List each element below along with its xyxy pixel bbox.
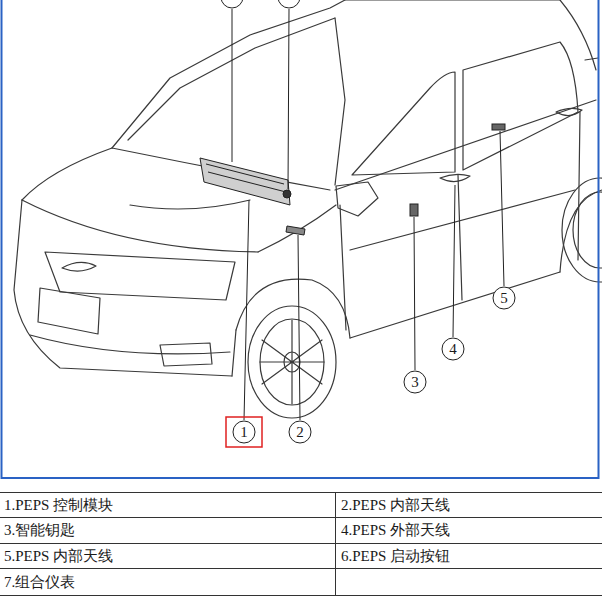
callout-circle [404,371,426,393]
callout-number: 4 [449,342,457,357]
front-wheel-arch [236,279,350,338]
leader-line [244,200,249,420]
side-mirror [336,182,378,216]
table-cell: 4.PEPS 外部天线 [341,523,450,538]
callout-number: 2 [296,425,304,440]
belt-line [335,100,596,190]
callout-number: 5 [500,291,508,306]
hood-front [22,200,258,252]
cluster-detail [206,164,286,192]
car-outline [14,0,602,418]
fender-top [258,205,336,252]
inner-antenna-rear [492,124,505,130]
front-rim [260,319,324,405]
leader-line [453,185,455,337]
table-cell: 7.组合仪表 [4,575,75,590]
highlight-box [226,417,262,447]
hood-crease [130,200,250,209]
leader-line [232,9,233,162]
callout-circle [221,0,243,8]
leader-line [500,131,504,286]
fog-light [160,343,212,366]
grille [45,252,235,300]
leader-lines [232,9,504,420]
front-tire [248,306,336,418]
bumper-line [30,335,230,354]
roof-top [345,0,560,1]
front-bumper [14,200,232,376]
rear-tire [562,178,602,282]
components [200,124,505,235]
table-cell: 1.PEPS 控制模块 [4,498,113,513]
a-pillar [335,18,345,185]
start-button [283,190,291,198]
callout-circle [289,421,311,443]
front-door-handle [440,174,470,181]
front-spokes [260,320,324,404]
rear-pillar [585,58,598,60]
callout-circle [442,338,464,360]
picture-frame [2,0,599,478]
callout-circle [278,0,300,8]
callout-number: 3 [411,375,419,390]
table-column [335,492,336,596]
callout-circle [493,287,515,309]
table-grid [0,492,602,596]
front-window [352,72,455,175]
callout-circle [233,421,255,443]
front-door-front-edge [340,205,346,330]
table-cell: 2.PEPS 内部天线 [341,498,450,513]
rear-window [463,42,578,170]
table-rows [0,493,602,596]
rear-door-handle [556,108,582,115]
license-plate [38,288,100,334]
inner-antenna-front [286,226,305,235]
leader-line [288,9,289,189]
table-cell: 6.PEPS 启动按钮 [341,549,450,564]
logo [62,262,96,271]
leader-line [298,235,300,420]
roof-front [112,0,345,148]
hood-left [22,148,112,200]
callout-circles [221,0,515,443]
instrument-cluster [200,158,290,205]
callout-number: 1 [240,425,248,440]
table-cell: 3.智能钥匙 [4,523,75,538]
bumper-side [232,330,236,376]
table-cell: 5.PEPS 内部天线 [4,549,113,564]
leader-line [414,217,415,370]
body-crease [350,190,575,250]
smart-key [410,204,418,216]
sill-line [350,272,560,338]
front-door-rear-edge [458,175,462,300]
